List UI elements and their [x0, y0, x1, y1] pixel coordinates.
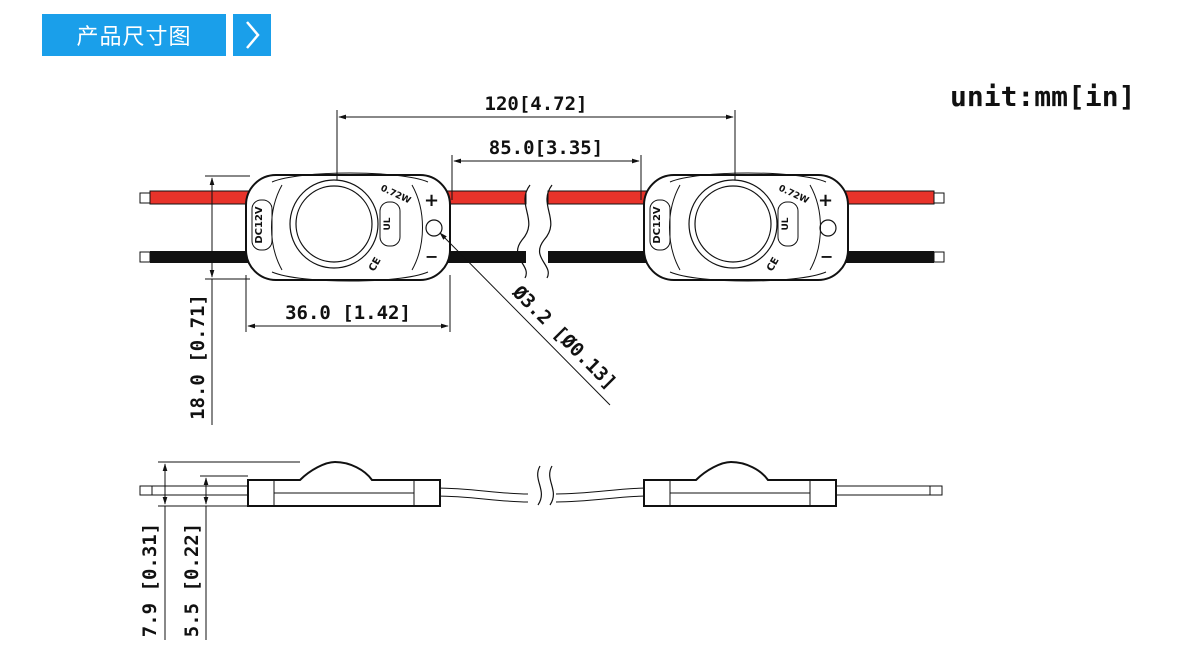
module-length-label: 36.0 [1.42]	[285, 302, 411, 324]
led-module-1-side	[247, 460, 441, 507]
chevron-right-icon	[246, 21, 260, 49]
top-view: DC12V UL 0.72W CE + − DC12V UL 0.72W CE …	[139, 93, 945, 425]
body-height-label: 5.5 [0.22]	[181, 523, 203, 637]
led-module-1: DC12V UL 0.72W CE + −	[245, 172, 451, 282]
break-line-left	[516, 184, 531, 279]
minus-marking: −	[820, 247, 833, 266]
led-module-2: DC12V UL 0.72W CE + −	[643, 172, 849, 282]
unit-label: unit:mm[in]	[950, 80, 1136, 113]
mounting-hole	[425, 219, 443, 237]
black-wire	[139, 251, 945, 263]
plus-marking: +	[818, 190, 833, 211]
header-title-tab: 产品尺寸图	[42, 14, 226, 56]
plus-marking: +	[424, 190, 439, 211]
mounting-hole	[819, 219, 837, 237]
module-width-dimension: 18.0 [0.71]	[187, 175, 250, 425]
minus-marking: −	[425, 247, 438, 266]
wire-span-dimension: 85.0[3.35]	[451, 137, 642, 200]
module-length-dimension: 36.0 [1.42]	[245, 275, 451, 332]
total-height-dimension: 7.9 [0.31]	[139, 461, 300, 640]
pitch-dimension: 120[4.72]	[336, 93, 736, 180]
side-break-line-right	[549, 465, 555, 506]
body-height-dimension: 5.5 [0.22]	[181, 475, 248, 640]
hole-diameter-label: Ø3.2 [Ø0.13]	[507, 281, 620, 394]
break-line-right	[538, 184, 553, 279]
total-height-label: 7.9 [0.31]	[139, 523, 161, 637]
ul-marking: UL	[383, 217, 393, 230]
voltage-marking: DC12V	[254, 206, 265, 244]
side-view: 7.9 [0.31] 5.5 [0.22]	[139, 460, 943, 640]
voltage-marking: DC12V	[652, 206, 663, 244]
red-wire	[139, 190, 945, 205]
led-module-2-side	[643, 460, 837, 507]
pitch-label: 120[4.72]	[485, 93, 588, 115]
module-width-label: 18.0 [0.71]	[187, 294, 209, 420]
header-title: 产品尺寸图	[76, 25, 192, 50]
ul-marking: UL	[781, 217, 791, 230]
wire-span-label: 85.0[3.35]	[489, 137, 603, 159]
header-arrow-button[interactable]	[233, 14, 271, 56]
side-break-line-left	[537, 465, 543, 506]
